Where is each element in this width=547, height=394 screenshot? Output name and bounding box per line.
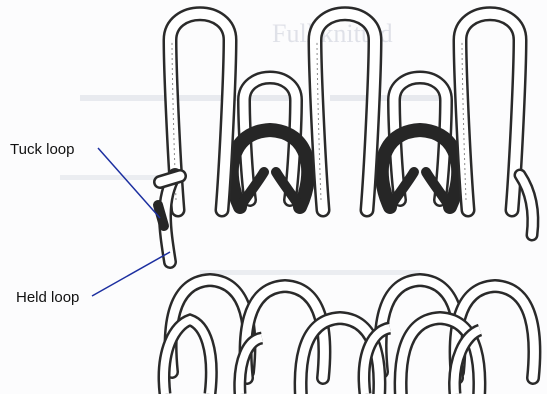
tuck-loop-leader <box>98 148 160 218</box>
needle-loop <box>460 14 520 210</box>
left-side-loop <box>160 176 180 182</box>
held-loop-label: Held loop <box>16 290 79 305</box>
side-interlocks <box>158 175 533 262</box>
background-print-line <box>200 270 420 275</box>
lower-loop <box>401 318 480 394</box>
left-tuck-tail <box>158 205 164 226</box>
held-loop-leader <box>92 252 170 296</box>
tuck-loop-label: Tuck loop <box>10 142 74 157</box>
background-print-line <box>80 95 300 101</box>
tuck-loops <box>232 130 458 207</box>
